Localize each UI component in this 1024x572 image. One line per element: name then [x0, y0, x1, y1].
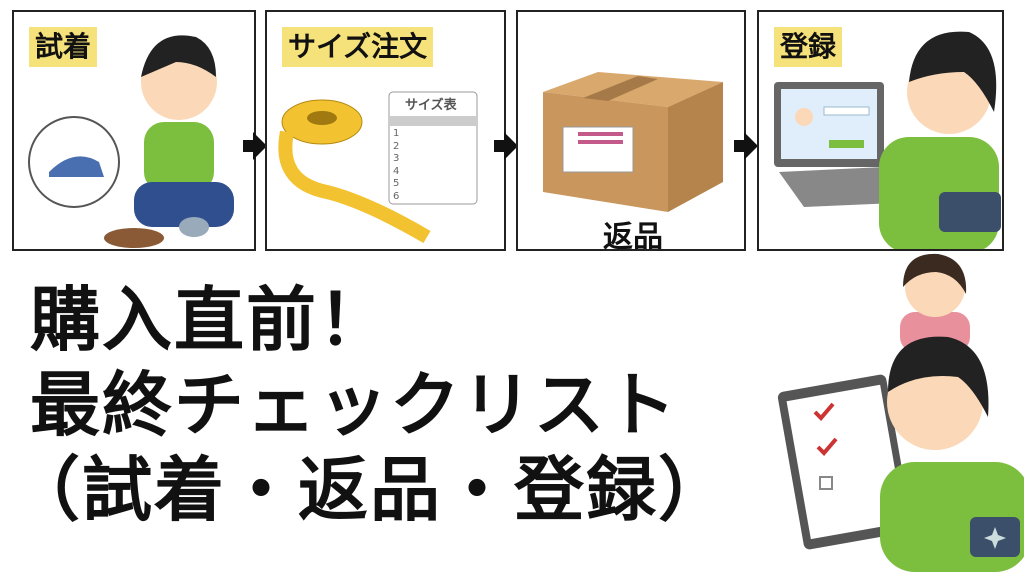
step-panel-return: 返品 [516, 10, 746, 251]
title-line-3: （試着・返品・登録） [10, 449, 730, 531]
title-line-2: 最終チェックリスト [30, 364, 678, 446]
step-panel-try-on: 試着 [12, 10, 256, 251]
row-number: 1 [393, 128, 400, 139]
title-line-1: 購入直前！ [30, 279, 390, 361]
checklist-people-illustration [777, 253, 1024, 572]
step-panel-register: 登録 [757, 10, 1004, 251]
measuring-tape-illustration [278, 91, 478, 244]
size-chart-rows: 1 2 3 4 5 6 [393, 128, 399, 203]
row-number: 6 [393, 190, 400, 202]
row-number: 5 [393, 178, 400, 189]
laptop-user-illustration [774, 31, 1001, 249]
row-number: 3 [393, 153, 400, 164]
cardboard-box-illustration [543, 72, 723, 212]
step-label: 返品 [603, 220, 663, 251]
try-on-illustration [28, 35, 234, 248]
step-panel-size-order: サイズ表 1 2 3 4 5 6 サイズ注文 [265, 10, 506, 251]
size-chart [388, 91, 478, 205]
step-label: サイズ注文 [282, 27, 434, 67]
size-chart-title: サイズ表 [405, 98, 457, 113]
step-label: 試着 [29, 27, 98, 67]
row-number: 2 [393, 140, 400, 152]
step-label: 登録 [774, 27, 843, 67]
row-number: 4 [393, 165, 400, 177]
